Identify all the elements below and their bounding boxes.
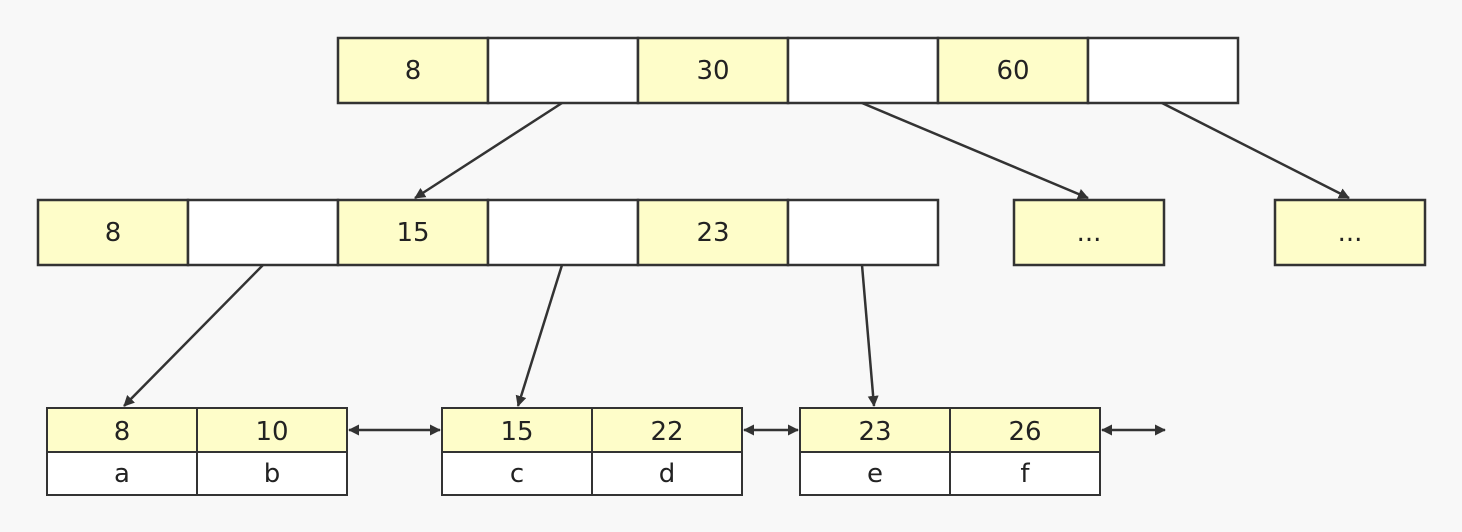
leaf-1-key-2: 10 — [255, 417, 288, 447]
internal-pointer-cell-2 — [486, 198, 640, 267]
leaf-1-value-1: a — [114, 459, 130, 489]
leaf-1-key-cell-2 — [196, 407, 348, 453]
collapsed-node-2-label: ... — [1338, 218, 1363, 248]
leaf-1-key-1: 8 — [114, 417, 131, 447]
internal-key-1: 8 — [105, 218, 122, 248]
collapsed-node-1: ... — [1012, 198, 1166, 267]
root-key-3: 60 — [996, 56, 1029, 86]
edge-internal-to-leaf-1 — [123, 264, 264, 407]
edge-root-to-collapsed-2 — [1161, 101, 1350, 200]
leaf-3-value-1: e — [867, 459, 883, 489]
internal-pointer-cell-3 — [786, 198, 940, 267]
root-key-1: 8 — [405, 56, 422, 86]
leaf-1-value-cell-2 — [196, 451, 348, 496]
leaf-3-key-1: 23 — [858, 417, 891, 447]
leaf-2-key-1: 15 — [500, 417, 533, 447]
root-pointer-cell-3 — [1086, 36, 1240, 105]
leaf-3-value-cell-1 — [799, 451, 951, 496]
leaf-node-1: 8 10 a b — [46, 407, 348, 496]
root-node: 8 30 60 — [336, 36, 1240, 105]
leaf-3-key-cell-2 — [949, 407, 1101, 453]
root-key-cell-3 — [936, 36, 1090, 105]
leaf-node-3: 23 26 e f — [799, 407, 1101, 496]
root-key-cell-2 — [636, 36, 790, 105]
edge-internal-to-leaf-2 — [515, 264, 564, 407]
root-pointer-cell-2 — [786, 36, 940, 105]
leaf-2-value-cell-2 — [591, 451, 743, 496]
leaf-1-value-2: b — [264, 459, 281, 489]
internal-key-cell-3 — [636, 198, 790, 267]
internal-node: 8 15 23 — [36, 198, 940, 267]
internal-key-2: 15 — [396, 218, 429, 248]
leaf-node-2: 15 22 c d — [441, 407, 743, 496]
root-key-2: 30 — [696, 56, 729, 86]
collapsed-node-2-box — [1273, 198, 1427, 267]
root-key-cell-1 — [336, 36, 490, 105]
leaf-2-key-cell-2 — [591, 407, 743, 453]
internal-key-cell-2 — [336, 198, 490, 267]
leaf-3-key-2: 26 — [1008, 417, 1041, 447]
root-pointer-cell-1 — [486, 36, 640, 105]
edge-root-to-internal — [414, 101, 563, 200]
edge-internal-to-leaf-3 — [860, 264, 879, 407]
leaf-2-key-2: 22 — [650, 417, 683, 447]
internal-pointer-cell-1 — [186, 198, 340, 267]
leaf-2-value-2: d — [659, 459, 676, 489]
collapsed-node-2: ... — [1273, 198, 1427, 267]
internal-key-3: 23 — [696, 218, 729, 248]
tree-edges — [123, 101, 1350, 407]
leaf-2-value-1: c — [510, 459, 524, 489]
collapsed-node-1-box — [1012, 198, 1166, 267]
collapsed-node-1-label: ... — [1077, 218, 1102, 248]
leaf-3-value-2: f — [1020, 459, 1030, 489]
leaf-3-key-cell-1 — [799, 407, 951, 453]
leaf-3-value-cell-2 — [949, 451, 1101, 496]
edge-root-to-collapsed-1 — [861, 101, 1089, 200]
